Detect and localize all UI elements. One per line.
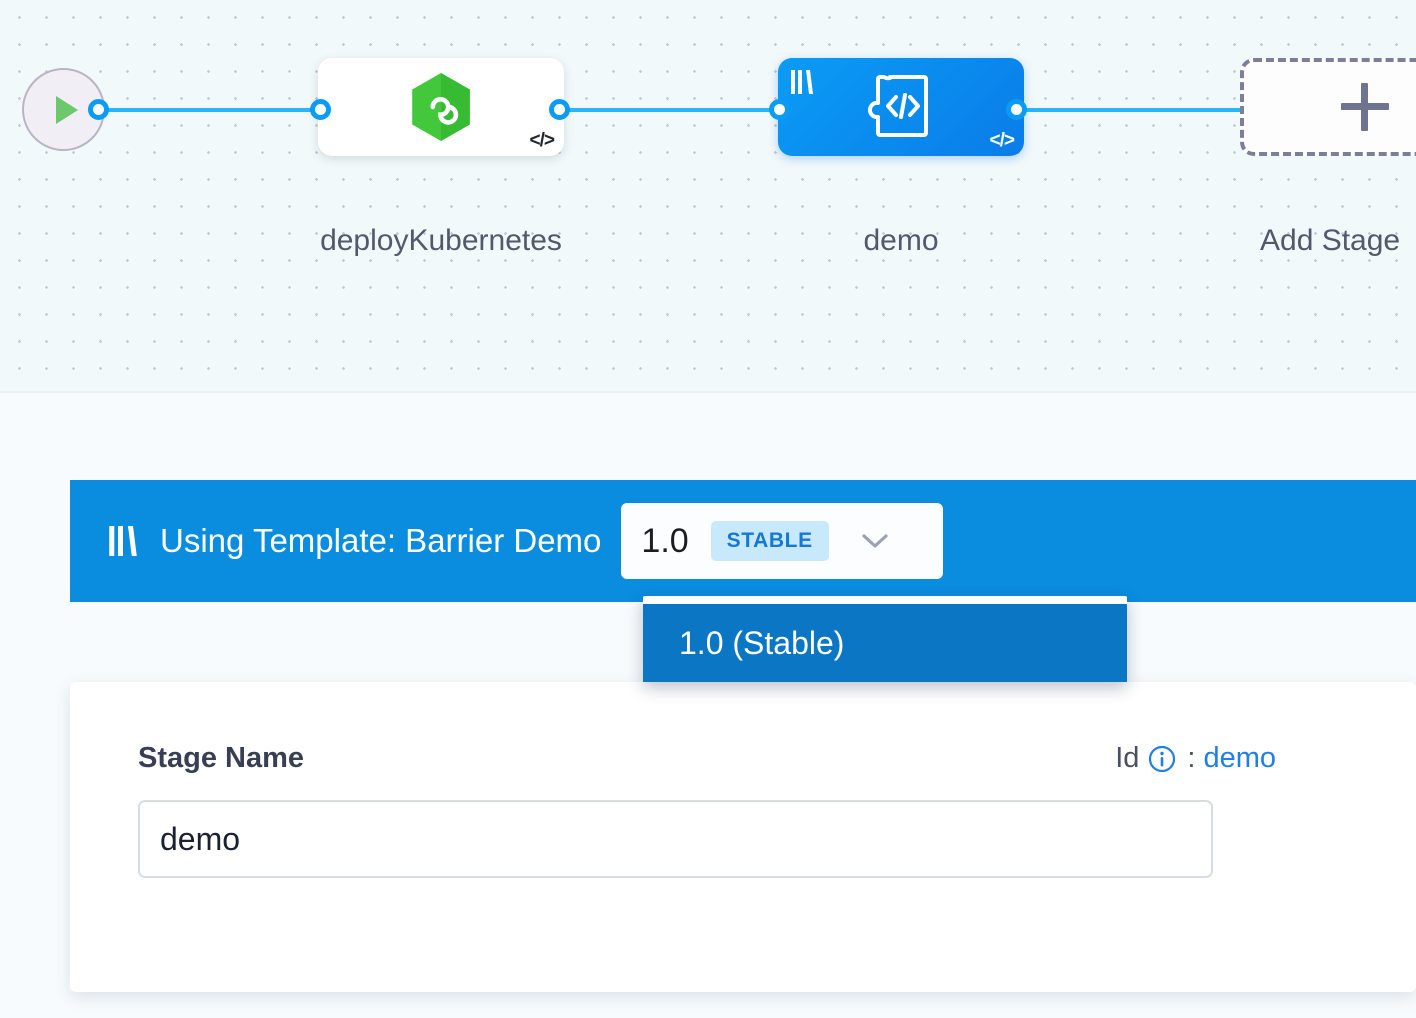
- port-deploy-output[interactable]: [549, 99, 570, 120]
- stage-node-deploykubernetes[interactable]: </>: [318, 58, 564, 156]
- using-template-title: Using Template: Barrier Demo: [160, 522, 602, 559]
- play-icon: [55, 95, 78, 124]
- code-icon: </>: [529, 130, 556, 151]
- template-library-icon: [790, 68, 814, 101]
- template-library-icon: [108, 523, 138, 559]
- stage-id-label: Id: [1115, 742, 1140, 774]
- info-circle-icon[interactable]: [1147, 744, 1177, 774]
- add-stage-label: Add Stage: [1260, 224, 1401, 257]
- stage-node-demo[interactable]: </>: [778, 58, 1024, 156]
- port-demo-output[interactable]: [1006, 99, 1027, 120]
- stage-node-label-deploykubernetes: deployKubernetes: [320, 224, 562, 257]
- stage-details-panel: Using Template: Barrier Demo 1.0 STABLE …: [0, 395, 1416, 1018]
- template-version-dropdown[interactable]: 1.0 STABLE: [621, 503, 944, 579]
- kubernetes-deploy-hexagon-icon: [412, 73, 470, 141]
- chevron-down-icon[interactable]: [859, 531, 891, 551]
- stage-name-field-header: Stage Name Id : demo: [138, 742, 1276, 775]
- template-version-dropdown-menu[interactable]: 1.0 (Stable): [643, 596, 1127, 682]
- port-start-output[interactable]: [88, 99, 109, 120]
- code-icon: </>: [989, 130, 1016, 151]
- template-puzzle-code-icon: [867, 75, 928, 137]
- using-template-banner: Using Template: Barrier Demo 1.0 STABLE: [70, 480, 1416, 602]
- plus-icon: [1339, 81, 1391, 133]
- stage-id-value[interactable]: demo: [1203, 742, 1276, 774]
- pipeline-canvas[interactable]: </> </> deployKubernetes demo Add Stage: [0, 0, 1416, 393]
- add-stage-node[interactable]: [1240, 58, 1416, 156]
- connector-line-deploy-to-demo: [548, 108, 788, 112]
- version-menu-item[interactable]: 1.0 (Stable): [643, 604, 1127, 682]
- stage-node-label-demo: demo: [863, 224, 939, 257]
- stage-config-card: Stage Name Id : demo: [70, 682, 1416, 992]
- port-deploy-input[interactable]: [310, 99, 331, 120]
- stage-id-row: Id : demo: [1115, 742, 1276, 775]
- template-version-value: 1.0: [641, 521, 689, 560]
- stage-id-separator: :: [1187, 742, 1196, 774]
- port-demo-input[interactable]: [769, 99, 790, 120]
- stage-name-label: Stage Name: [138, 742, 305, 774]
- connector-line-start-to-deploy: [88, 108, 328, 112]
- connector-line-demo-to-add: [1008, 108, 1256, 112]
- status-badge: STABLE: [710, 521, 829, 561]
- stage-name-input[interactable]: [138, 800, 1213, 878]
